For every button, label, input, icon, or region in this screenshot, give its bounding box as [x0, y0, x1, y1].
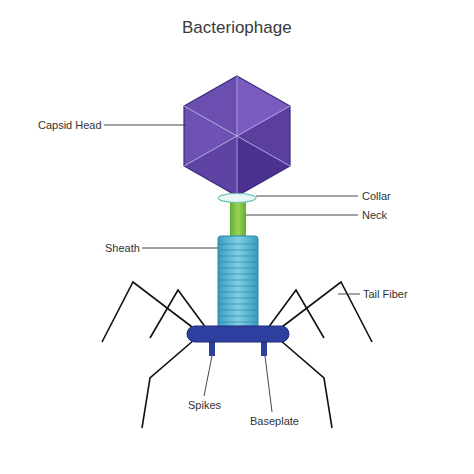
neck-tube [230, 200, 246, 238]
tail-sheath [218, 236, 258, 330]
baseplate-disc [187, 326, 289, 342]
leader-lines [104, 125, 360, 412]
part-label: Capsid Head [38, 119, 102, 132]
tail-fibers [102, 282, 372, 428]
part-label: Tail Fiber [363, 288, 408, 301]
part-label: Collar [362, 190, 391, 203]
part-label: Baseplate [250, 415, 299, 428]
collar-ring [218, 194, 256, 203]
part-label: Sheath [105, 242, 140, 255]
capsid-head [184, 76, 290, 196]
part-label: Spikes [188, 399, 221, 412]
diagram-title: Bacteriophage [182, 18, 292, 38]
part-label: Neck [362, 209, 387, 222]
